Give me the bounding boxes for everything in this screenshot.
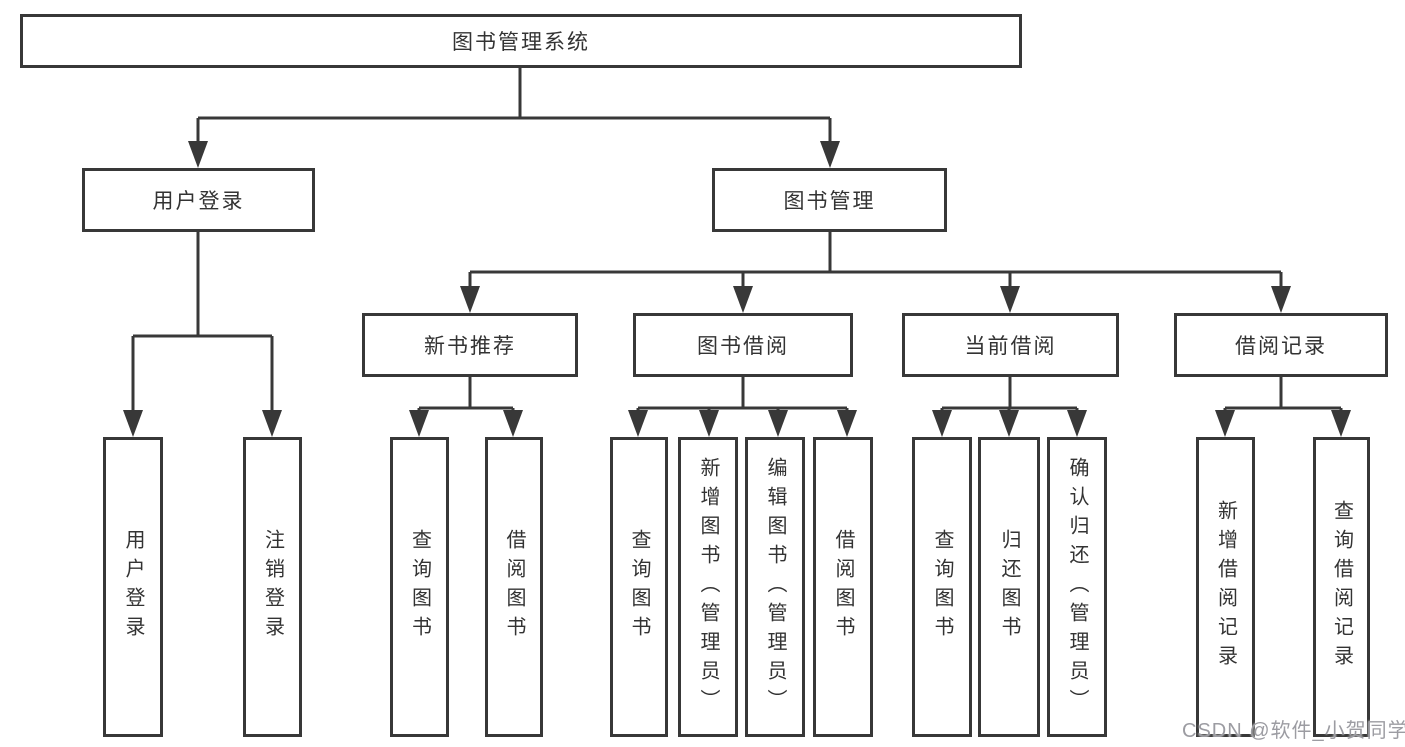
node-query-books-borrowing: 查询图书	[610, 437, 668, 737]
node-query-books-current: 查询图书	[912, 437, 972, 737]
node-label: 借阅记录	[1235, 335, 1327, 358]
node-label: 查询图书	[628, 529, 650, 645]
node-borrow-records: 借阅记录	[1174, 313, 1388, 377]
node-label: 新书推荐	[424, 335, 516, 358]
node-label: 借阅图书	[503, 529, 525, 645]
node-label: 注销登录	[261, 529, 284, 645]
node-label: 图书管理	[783, 190, 876, 213]
csdn-watermark: CSDN @软件_小贺同学	[1182, 720, 1405, 742]
node-logout: 注销登录	[243, 437, 302, 737]
connector-group-new-book-recommend	[409, 377, 523, 437]
arrow-down-icon	[820, 141, 840, 168]
node-label: 借阅图书	[832, 529, 854, 645]
arrow-down-icon	[262, 410, 282, 437]
node-edit-books-admin: 编辑图书（管理员）	[745, 437, 805, 737]
arrow-down-icon	[409, 410, 429, 437]
node-label: 当前借阅	[964, 335, 1057, 358]
node-label: 用户登录	[122, 529, 144, 645]
node-label: 用户登录	[152, 190, 245, 213]
arrow-down-icon	[733, 286, 753, 313]
arrow-down-icon	[1215, 410, 1235, 437]
node-label: 查询图书	[408, 529, 431, 645]
arrow-down-icon	[999, 410, 1019, 437]
node-book-borrowing: 图书借阅	[633, 313, 853, 377]
node-borrow-books-recommend: 借阅图书	[485, 437, 543, 737]
arrow-down-icon	[1331, 410, 1351, 437]
node-user-login: 用户登录	[82, 168, 315, 232]
node-confirm-return-admin: 确认归还（管理员）	[1047, 437, 1107, 737]
node-user-login-leaf: 用户登录	[103, 437, 163, 737]
arrow-down-icon	[1271, 286, 1291, 313]
node-query-books-recommend: 查询图书	[390, 437, 449, 737]
node-label: 新增图书（管理员）	[697, 456, 719, 718]
node-library-system: 图书管理系统	[20, 14, 1022, 68]
arrow-down-icon	[1067, 410, 1087, 437]
connector-group-borrow-records	[1215, 377, 1351, 437]
arrow-down-icon	[123, 410, 143, 437]
node-label: 图书管理系统	[452, 31, 590, 54]
node-label: 归还图书	[998, 529, 1020, 645]
node-book-management: 图书管理	[712, 168, 947, 232]
arrow-down-icon	[503, 410, 523, 437]
connector-group-user-login	[123, 232, 282, 437]
node-label: 新增借阅记录	[1214, 500, 1237, 674]
connector-group-current-borrowing	[932, 377, 1087, 437]
node-add-borrow-record: 新增借阅记录	[1196, 437, 1255, 737]
node-borrow-books-borrowing: 借阅图书	[813, 437, 873, 737]
node-current-borrowing: 当前借阅	[902, 313, 1119, 377]
connector-group-book-management	[460, 232, 1291, 313]
node-add-books-admin: 新增图书（管理员）	[678, 437, 738, 737]
connector-group-root	[188, 68, 840, 168]
node-label: 查询图书	[931, 529, 953, 645]
node-return-books: 归还图书	[978, 437, 1040, 737]
node-query-borrow-record: 查询借阅记录	[1313, 437, 1370, 737]
node-label: 编辑图书（管理员）	[764, 456, 786, 718]
node-new-book-recommend: 新书推荐	[362, 313, 578, 377]
arrow-down-icon	[932, 410, 952, 437]
node-label: 查询借阅记录	[1330, 500, 1353, 674]
arrow-down-icon	[768, 410, 788, 437]
connector-group-book-borrowing	[628, 377, 857, 437]
node-label: 图书借阅	[697, 335, 789, 358]
arrow-down-icon	[628, 410, 648, 437]
node-label: 确认归还（管理员）	[1066, 456, 1088, 718]
arrow-down-icon	[188, 141, 208, 168]
arrow-down-icon	[699, 410, 719, 437]
arrow-down-icon	[1000, 286, 1020, 313]
arrow-down-icon	[837, 410, 857, 437]
arrow-down-icon	[460, 286, 480, 313]
